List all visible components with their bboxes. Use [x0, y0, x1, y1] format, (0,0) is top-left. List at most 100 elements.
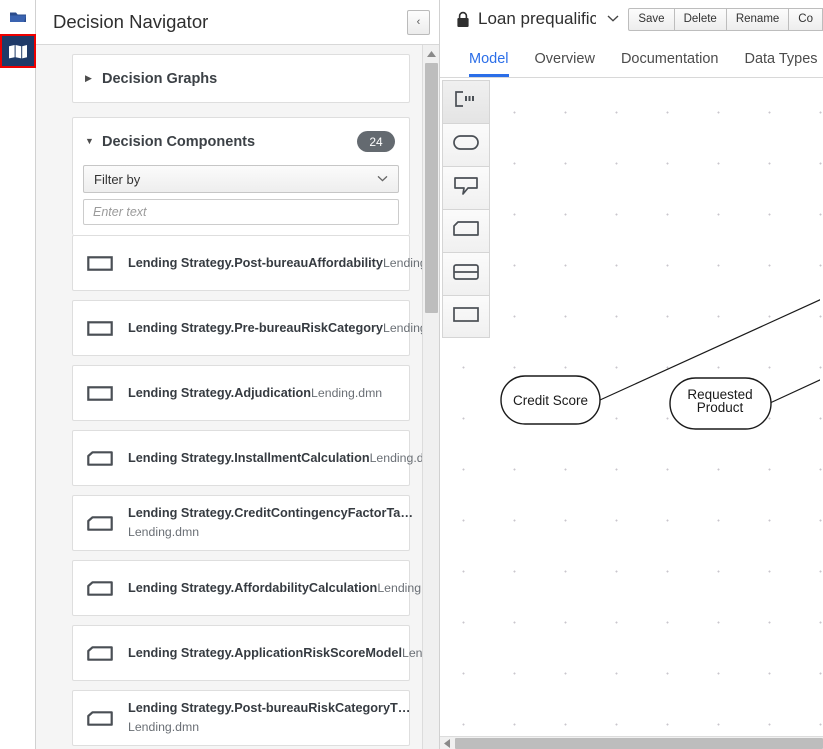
decision-icon [85, 255, 115, 271]
knowledge-source-icon [453, 263, 479, 285]
list-item-title: Lending Strategy.Adjudication [128, 385, 312, 400]
decision-icon [85, 320, 115, 336]
scroll-left-arrow-icon[interactable] [440, 737, 453, 749]
tab-data-types[interactable]: Data Types [744, 51, 818, 67]
toolbar-button-save[interactable]: Save [628, 7, 675, 31]
list-item-text: Lending Strategy.CreditContingencyFactor… [128, 504, 413, 541]
edge-requested-product [769, 379, 820, 404]
list-item-text: Lending Strategy.AffordabilityCalculatio… [128, 579, 439, 598]
node-label-requested-product-line1: Requested [687, 387, 752, 402]
filter-controls: Filter by [73, 165, 409, 235]
list-item[interactable]: Lending Strategy.Pre-bureauRiskCategoryL… [72, 300, 439, 356]
list-item[interactable]: Lending Strategy.ApplicationRiskScoreMod… [72, 625, 439, 681]
list-item-title: Lending Strategy.CreditContingencyFactor… [128, 506, 414, 521]
palette-input-data[interactable] [442, 123, 490, 166]
canvas-container: Credit Score Requested Product [440, 78, 823, 749]
decision-navigator-header: Decision Navigator ‹ [36, 0, 439, 45]
filter-by-label: Filter by [94, 171, 141, 187]
list-item-text: Lending Strategy.InstallmentCalculationL… [128, 449, 439, 468]
list-item-title: Lending Strategy.AffordabilityCalculatio… [128, 580, 378, 595]
list-item-text: Lending Strategy.AdjudicationLending.dmn [128, 384, 399, 403]
toolbar-button-co[interactable]: Co [789, 7, 823, 31]
section-header-decision-components[interactable]: ▼ Decision Components 24 [73, 118, 409, 165]
navigator-scroll-area: ▶ Decision Graphs ▼ Decision Components … [36, 45, 439, 749]
list-item[interactable]: Lending Strategy.AdjudicationLending.dmn [72, 365, 410, 421]
chevron-down-icon [377, 174, 388, 185]
node-label-credit-score: Credit Score [513, 393, 588, 408]
decision-icon [85, 385, 115, 401]
toolbar-button-rename[interactable]: Rename [726, 7, 790, 31]
toolbar-button-delete[interactable]: Delete [674, 7, 727, 31]
chevron-right-icon: ▶ [85, 73, 92, 83]
navigator-scrollbar-thumb[interactable] [425, 63, 438, 313]
bkm-icon [85, 645, 115, 661]
bkm-icon [453, 221, 479, 241]
decision-components-list: Lending Strategy.Post-bureauAffordabilit… [72, 235, 439, 746]
navigator-vertical-scrollbar[interactable] [422, 45, 439, 749]
list-item-text: Lending Strategy.ApplicationRiskScoreMod… [128, 644, 439, 663]
decision-navigator-body: ▶ Decision Graphs ▼ Decision Components … [36, 45, 439, 749]
list-item[interactable]: Lending Strategy.AffordabilityCalculatio… [72, 560, 439, 616]
section-decision-graphs: ▶ Decision Graphs [72, 54, 410, 103]
lock-icon [456, 11, 470, 28]
project-explorer-icon-button[interactable] [0, 0, 36, 34]
list-item-title: Lending Strategy.InstallmentCalculation [128, 450, 370, 465]
bkm-icon [85, 515, 115, 531]
list-item[interactable]: Lending Strategy.InstallmentCalculationL… [72, 430, 439, 486]
decision-navigator-icon-button[interactable] [0, 34, 36, 68]
filter-by-select[interactable]: Filter by [83, 165, 399, 193]
decision-navigator-panel: Decision Navigator ‹ ▶ Decision Graphs ▼ [36, 0, 440, 749]
section-header-decision-graphs[interactable]: ▶ Decision Graphs [73, 55, 409, 102]
list-item-subtitle: Lending.dmn [128, 719, 200, 734]
page-title: Decision Navigator [53, 11, 209, 32]
file-dropdown-chevron-down-icon[interactable] [607, 13, 619, 25]
list-item-subtitle: Lending.dmn [369, 450, 439, 465]
chevron-left-icon: ‹ [416, 16, 421, 28]
palette-decision[interactable] [442, 295, 490, 338]
list-item-title: Lending Strategy.Post-bureauRiskCategory… [128, 701, 411, 716]
node-credit-score: Credit Score [500, 375, 601, 425]
filter-text-input[interactable] [83, 199, 399, 225]
canvas-scrollbar-thumb[interactable] [455, 737, 823, 749]
dmn-canvas[interactable]: Credit Score Requested Product [440, 78, 823, 736]
node-label-requested-product-line2: Product [697, 400, 744, 415]
map-book-icon [8, 44, 28, 59]
folder-icon [9, 10, 27, 24]
palette-select-tool[interactable] [442, 80, 490, 123]
diagram-nodes: Credit Score Requested Product [500, 299, 820, 430]
tab-model[interactable]: Model [456, 51, 522, 77]
dmn-palette [442, 80, 490, 338]
list-item[interactable]: Lending Strategy.CreditContingencyFactor… [72, 495, 413, 551]
list-item-text: Lending Strategy.Post-bureauRiskCategory… [128, 699, 410, 736]
section-title-decision-graphs: Decision Graphs [102, 70, 218, 87]
input-data-icon [453, 135, 479, 155]
section-decision-components: ▼ Decision Components 24 Filter by [72, 117, 410, 235]
list-item-title: Lending Strategy.Pre-bureauRiskCategory [128, 320, 383, 335]
list-item[interactable]: Lending Strategy.Post-bureauRiskCategory… [72, 690, 410, 746]
list-item-subtitle: Lending.dmn [128, 524, 200, 539]
dmn-editor: Loan prequalificatio… SaveDeleteRenameCo… [440, 0, 823, 749]
node-requested-product: Requested Product [669, 377, 772, 430]
tab-documentation[interactable]: Documentation [620, 51, 719, 67]
bkm-icon [85, 710, 115, 726]
left-icon-rail [0, 0, 36, 749]
scroll-up-arrow-icon[interactable] [423, 45, 439, 62]
list-item-title: Lending Strategy.Post-bureauAffordabilit… [128, 255, 383, 270]
editor-tabs: Model Overview Documentation Data Types [440, 38, 823, 78]
list-item-text: Lending Strategy.Post-bureauAffordabilit… [128, 254, 439, 273]
palette-text-annotation[interactable] [442, 166, 490, 209]
palette-bkm[interactable] [442, 209, 490, 252]
canvas-horizontal-scrollbar[interactable] [440, 736, 823, 749]
list-item-subtitle: Lending.dmn [311, 385, 383, 400]
palette-knowledge-source[interactable] [442, 252, 490, 295]
file-name-label: Loan prequalificatio… [478, 9, 597, 28]
list-item[interactable]: Lending Strategy.Post-bureauAffordabilit… [72, 235, 439, 291]
tab-overview[interactable]: Overview [534, 51, 595, 67]
edge-credit-score [599, 299, 820, 401]
collapse-panel-button[interactable]: ‹ [407, 9, 430, 35]
list-item-text: Lending Strategy.Pre-bureauRiskCategoryL… [128, 319, 439, 338]
bkm-icon [85, 450, 115, 466]
